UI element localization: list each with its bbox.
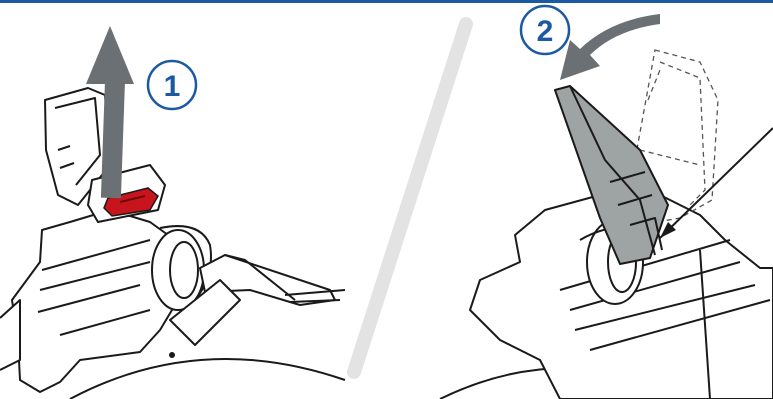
step-2-number: 2: [537, 15, 554, 48]
base-curve-left: [70, 359, 345, 399]
step-1-badge: 1: [148, 61, 196, 109]
left-panel: [0, 88, 345, 399]
step-1-number: 1: [164, 70, 181, 103]
rotate-arrow: [560, 14, 660, 80]
step-2-badge: 2: [521, 6, 569, 54]
pointer-line: [660, 128, 773, 238]
panel-divider: [354, 24, 466, 372]
